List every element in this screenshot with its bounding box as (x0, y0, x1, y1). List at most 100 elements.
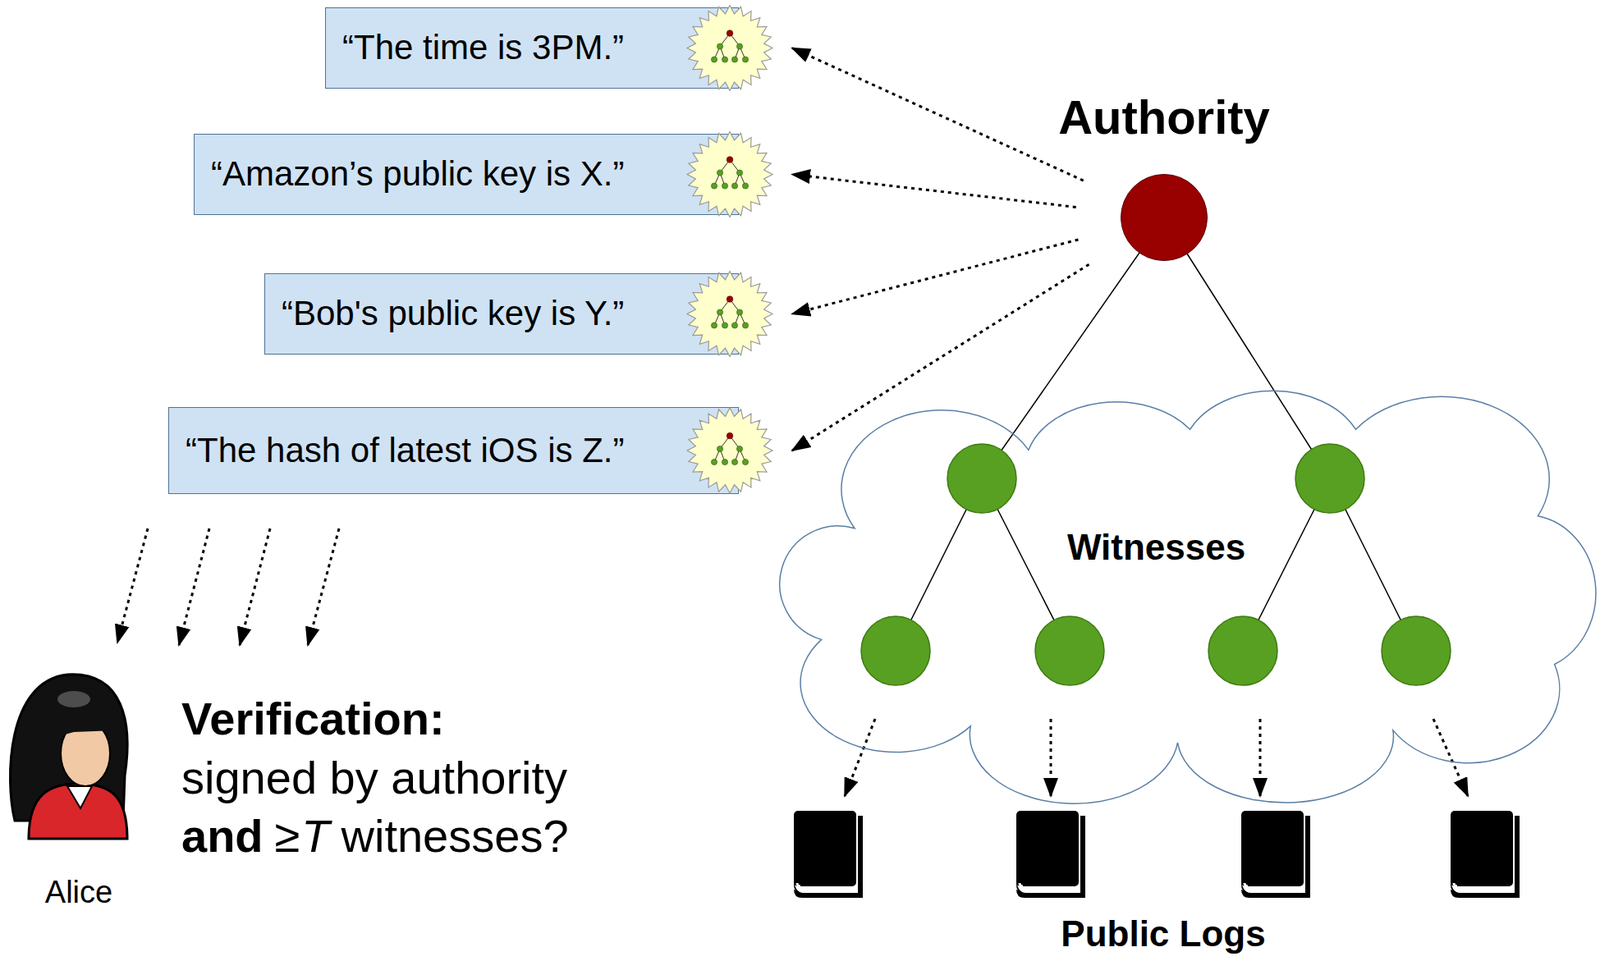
signature-badge (687, 132, 773, 218)
signature-badge (736, 309, 743, 316)
signature-badge (742, 183, 748, 189)
signature-badge (734, 173, 740, 187)
verification-text: T (301, 808, 330, 864)
cloud-outline (779, 390, 1596, 804)
statement-text: “The time is 3PM.” (342, 27, 624, 68)
signature-badge (726, 432, 734, 440)
alice-figure (49, 688, 118, 739)
witness-node (1381, 616, 1451, 686)
statement-box: “Bob's public key is Y.” (264, 273, 739, 355)
witness-node (1208, 616, 1278, 686)
signature-badge (714, 449, 720, 463)
signature-badge (729, 435, 740, 450)
signature-badge (716, 43, 723, 50)
alice-arrow (178, 528, 210, 646)
log-arrow (1049, 719, 1053, 797)
signature-badge (714, 46, 720, 60)
log-book (793, 811, 1520, 899)
signature-badge (726, 296, 734, 303)
log-book (793, 811, 863, 899)
log-book (1016, 811, 1086, 899)
signature-badge (719, 312, 725, 326)
alice-arrow (239, 528, 271, 646)
signing-arrow (792, 48, 1084, 182)
signature-badge (729, 299, 740, 313)
signature-badge (731, 183, 738, 189)
signature-badge (716, 445, 723, 452)
signature-badge (734, 46, 740, 60)
signature-badge (739, 46, 746, 60)
alice-arrow (117, 528, 148, 643)
log-book (1450, 811, 1520, 899)
verification-text: witnesses? (341, 808, 569, 864)
signature-badge (739, 312, 746, 326)
statement-text: “The hash of latest iOS is Z.” (185, 430, 625, 471)
signature-badge (742, 56, 748, 63)
cloud-outline (763, 392, 1592, 756)
signature-badge (731, 322, 738, 329)
signature-badge (721, 458, 728, 465)
statement-box: “Amazon’s public key is X.” (193, 133, 739, 216)
witness-tree (895, 217, 1417, 652)
signature-badge (687, 5, 773, 92)
witness-node (1295, 444, 1365, 514)
log-arrow (1433, 719, 1468, 797)
statement-text: “Bob's public key is Y.” (281, 293, 624, 334)
signature-badge (721, 183, 728, 189)
node-label: Witnesses (763, 392, 1592, 570)
signature-badge (729, 33, 740, 47)
alice-figure (57, 691, 91, 708)
signature-badge (714, 312, 720, 326)
signature-badge (721, 56, 728, 63)
witness-node (1035, 616, 1105, 686)
signature-badge (716, 309, 723, 316)
signature-badge (716, 169, 723, 176)
alice-arrow (117, 528, 340, 646)
witness-node (947, 444, 1017, 514)
person-name: Alice (45, 874, 113, 913)
signature-badge (736, 43, 743, 50)
signing-arrow (792, 174, 1077, 208)
signing-arrow (792, 264, 1090, 451)
verification-text: ≥ (275, 808, 301, 864)
signature-badge (739, 173, 746, 187)
signature-badge (714, 173, 720, 187)
log-arrow (844, 719, 1468, 797)
signature-badge (687, 408, 773, 494)
node-label: Authority (1058, 91, 1270, 144)
logs-label: Public Logs (1060, 912, 1266, 957)
signature-badge (726, 30, 734, 37)
signature-badge (719, 435, 730, 450)
signature-badge (687, 271, 773, 358)
signature-badge (739, 449, 746, 463)
log-arrow (1259, 719, 1262, 797)
signature-badge (710, 183, 717, 189)
signing-arrow (792, 239, 1078, 315)
authority-circle (1120, 174, 1208, 262)
signature-badge (736, 445, 743, 452)
signature-badge (719, 449, 725, 463)
witness-cloud: Witnesses (763, 392, 1592, 756)
signature-badge (734, 312, 740, 326)
signature-badge (710, 458, 717, 465)
verification-text: signed by authority (181, 750, 568, 806)
signature-badge (729, 160, 740, 174)
signature-badge (687, 271, 773, 358)
log-arrow (844, 719, 876, 797)
statement-box: “The time is 3PM.” (325, 7, 739, 89)
alice-arrow (307, 528, 340, 646)
verification-text: Verification: (181, 691, 445, 747)
alice-figure (9, 674, 128, 839)
signature-badge (731, 458, 738, 465)
signature-badge (736, 169, 743, 176)
log-book (1241, 811, 1311, 899)
signature-badge (719, 46, 725, 60)
signature-badge (710, 56, 717, 63)
alice-figure (67, 786, 92, 809)
statement-box: “The hash of latest iOS is Z.” (168, 407, 739, 495)
signature-badge (731, 56, 738, 63)
signature-badge (742, 322, 748, 329)
authority-node: Authority (1058, 91, 1270, 262)
signature-badge (719, 160, 730, 174)
verification-text: and (181, 808, 264, 864)
